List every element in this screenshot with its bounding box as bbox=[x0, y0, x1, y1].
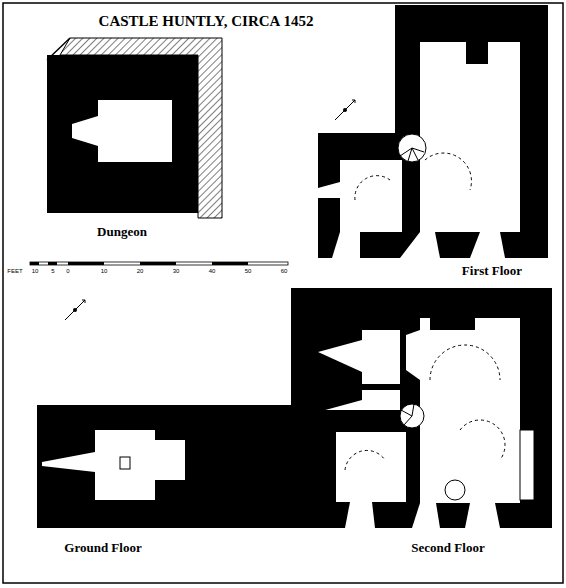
scale-number: 40 bbox=[209, 268, 216, 274]
scale-unit: FEET bbox=[7, 268, 22, 274]
floor-caption: Dungeon bbox=[97, 224, 147, 240]
floor-caption: First Floor bbox=[462, 263, 522, 279]
scale-number: 50 bbox=[245, 268, 252, 274]
floor-caption: Ground Floor bbox=[64, 540, 141, 556]
scale-number: 60 bbox=[281, 268, 288, 274]
scale-number: 0 bbox=[66, 268, 69, 274]
scale-number: 30 bbox=[173, 268, 180, 274]
scale-number: 10 bbox=[32, 268, 39, 274]
scale-number: 10 bbox=[101, 268, 108, 274]
floor-caption: Second Floor bbox=[411, 540, 484, 556]
scale-number: 5 bbox=[51, 268, 54, 274]
scale-number: 20 bbox=[137, 268, 144, 274]
plan-title: CASTLE HUNTLY, CIRCA 1452 bbox=[99, 13, 314, 30]
